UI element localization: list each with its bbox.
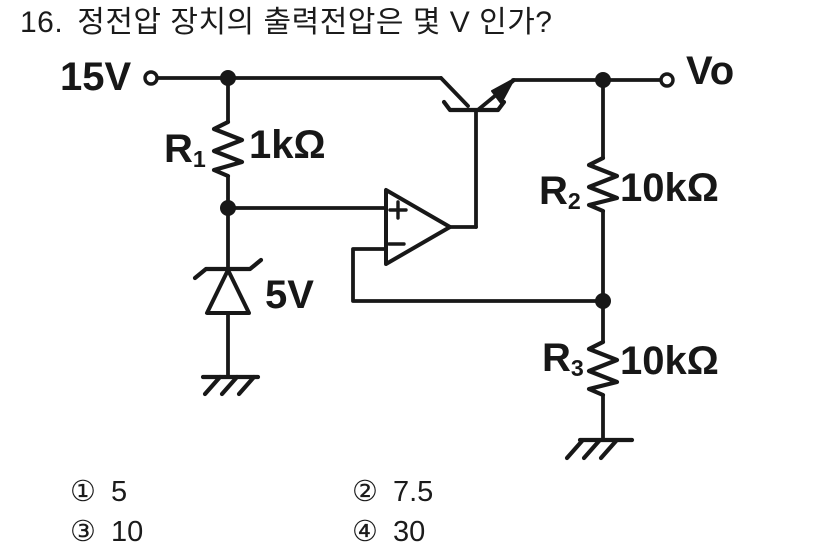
r2-name-label: R2 (539, 171, 581, 213)
opamp (226, 188, 605, 303)
transistor-emitter-arrow (491, 78, 515, 104)
option-3-marker: ③ (70, 516, 96, 548)
option-4-value: 30 (393, 516, 426, 548)
question-title: 16. 정전압 장치의 출력전압은 몇 V 인가? (20, 6, 553, 39)
r3-name-base: R (542, 336, 571, 380)
supply-voltage-label: 15V (60, 55, 132, 99)
option-3-value: 10 (111, 516, 144, 548)
junction-dot-output-r2 (595, 72, 611, 88)
r1-zigzag (211, 119, 245, 179)
opamp-triangle (384, 188, 452, 266)
zener-diode (192, 206, 264, 379)
option-2-value: 7.5 (393, 476, 434, 508)
option-1: ① 5 (70, 478, 127, 507)
option-4-marker: ④ (352, 516, 378, 548)
option-3: ③ 10 (70, 518, 143, 547)
r3-name-label: R3 (542, 338, 584, 380)
supply-terminal (143, 70, 159, 86)
junction-dot-r1-zener (220, 200, 236, 216)
junction-dot-supply-r1 (220, 70, 236, 86)
opamp-plus-sign (388, 200, 408, 220)
r2-name-sub: 2 (567, 188, 581, 215)
option-2-marker: ② (352, 476, 378, 508)
r3-name-sub: 3 (570, 355, 584, 382)
r1-name-sub: 1 (192, 146, 206, 173)
resistor-r3 (586, 299, 620, 442)
option-2: ② 7.5 (352, 478, 433, 507)
r1-value-label: 1kΩ (249, 123, 326, 167)
option-1-marker: ① (70, 476, 96, 508)
resistor-r2 (586, 78, 620, 303)
transistor-base-bar (441, 99, 507, 113)
r3-value-label: 10kΩ (620, 339, 719, 383)
output-voltage-label: Vo (686, 49, 735, 93)
resistor-r1 (211, 76, 245, 210)
ground-right-hatches (564, 438, 619, 461)
junction-dot-r2-r3 (595, 293, 611, 309)
opamp-feedback-wire (351, 247, 605, 303)
r3-zigzag (586, 339, 620, 398)
pass-transistor (439, 76, 515, 229)
r2-name-base: R (539, 169, 568, 213)
r2-zigzag (586, 155, 620, 214)
r1-name-label: R1 (164, 129, 206, 171)
option-4: ④ 30 (352, 518, 425, 547)
output-terminal (659, 72, 675, 88)
r2-value-label: 10kΩ (620, 166, 719, 210)
ground-left-hatches (202, 374, 257, 397)
question-number: 16. (20, 6, 64, 39)
ground-symbol-right (564, 437, 635, 461)
transistor-collector-wire (439, 76, 470, 108)
ground-symbol-left (200, 374, 261, 397)
option-1-value: 5 (111, 476, 128, 508)
zener-triangle (205, 268, 251, 315)
zener-voltage-label: 5V (265, 273, 314, 317)
question-text: 정전압 장치의 출력전압은 몇 V 인가? (77, 6, 553, 39)
r1-name-base: R (164, 127, 193, 171)
